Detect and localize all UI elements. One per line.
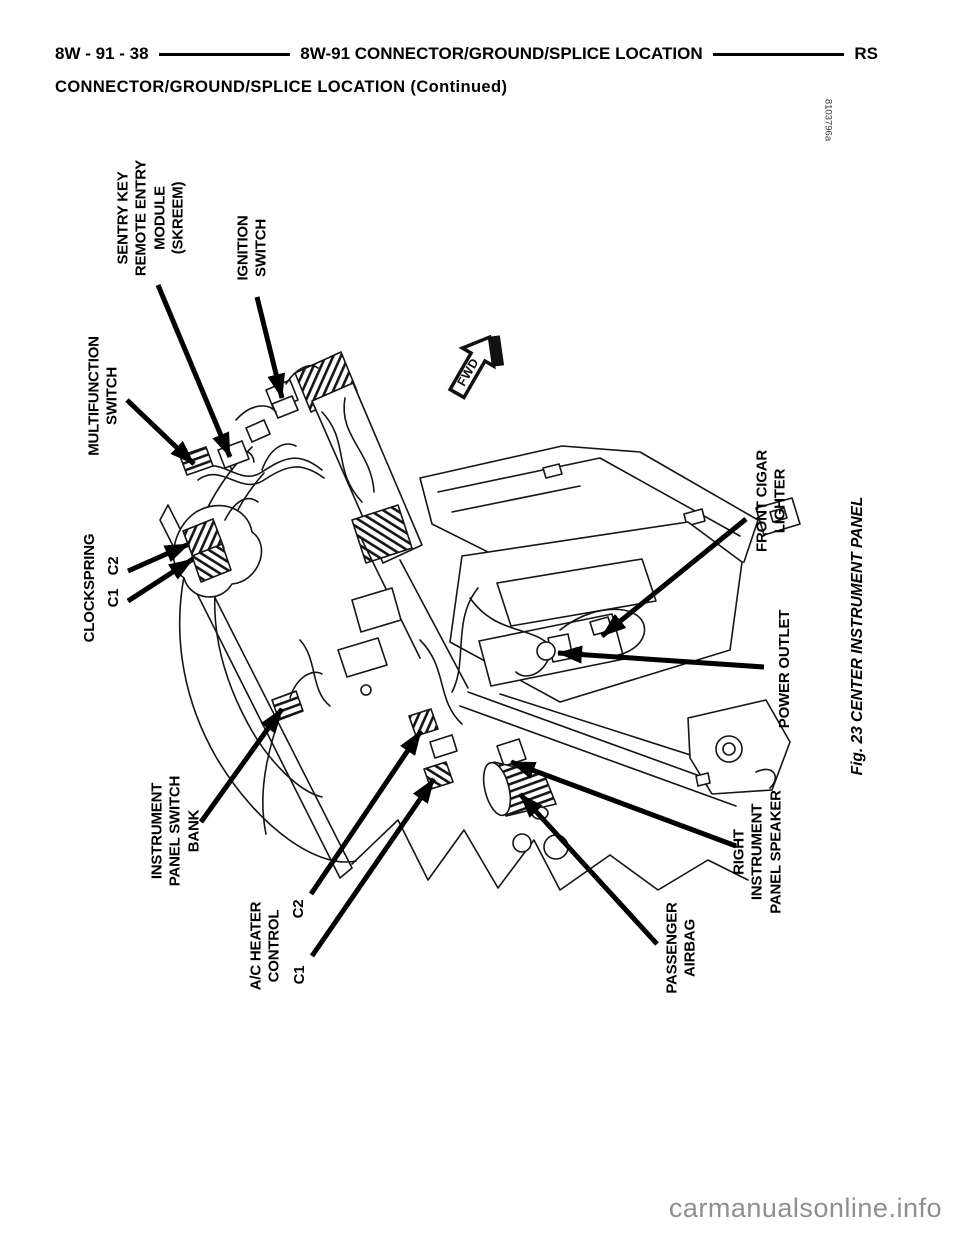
figure-caption: Fig. 23 CENTER INSTRUMENT PANEL [849, 496, 866, 776]
section-subtitle: CONNECTOR/GROUND/SPLICE LOCATION (Contin… [55, 78, 508, 96]
panel-line-art [159, 351, 801, 891]
arrow-ac-c2 [308, 729, 424, 896]
callout-ignition-switch-label: IGNITION SWITCH [234, 215, 270, 281]
callout-clockspring-c1-label: C1 [104, 588, 122, 608]
arrow-front-cigar [600, 517, 748, 638]
callout-right-speaker-label: RIGHT INSTRUMENT PANEL SPEAKER [730, 790, 785, 914]
fwd-arrow: FWD [447, 334, 505, 400]
header-page-number: 8W - 91 - 38 [55, 44, 149, 63]
header-rule-right [712, 52, 845, 56]
callout-arrows [125, 284, 765, 958]
header-model-code: RS [854, 44, 879, 63]
arrow-ac-c1 [309, 777, 437, 958]
arrow-clockspring-c2 [126, 541, 191, 574]
callout-ac-heater-label: A/C HEATER CONTROL [247, 901, 283, 991]
header-section-title: 8W-91 CONNECTOR/GROUND/SPLICE LOCATION [300, 44, 703, 63]
arrow-passenger-airbag [518, 792, 659, 946]
callout-sentry-key-label: SENTRY KEY REMOTE ENTRY MODULE (SKREEM) [114, 159, 187, 277]
callout-power-outlet-label: POWER OUTLET [775, 609, 793, 729]
callout-multifunction-switch-label: MULTIFUNCTION SWITCH [85, 336, 121, 456]
arrow-multifunction-switch [125, 398, 196, 466]
callout-ac-c2-label: C2 [289, 899, 307, 919]
arrow-sentry-key [155, 284, 233, 458]
arrow-right-speaker [510, 759, 737, 849]
callout-passenger-airbag-label: PASSENGER AIRBAG [663, 902, 699, 994]
callout-front-cigar-label: FRONT CIGAR LIGHTER [753, 450, 789, 552]
header-rule-left [158, 52, 291, 56]
arrow-ignition-switch [254, 296, 285, 399]
callout-ac-c1-label: C1 [290, 965, 308, 985]
page-header: 8W - 91 - 38 8W-91 CONNECTOR/GROUND/SPLI… [55, 44, 878, 64]
watermark: carmanualsonline.info [668, 1193, 942, 1223]
arrow-power-outlet [557, 645, 765, 670]
arrow-clockspring-c1 [126, 556, 195, 604]
arrow-switch-bank [198, 707, 285, 824]
callout-clockspring-c2-label: C2 [104, 556, 122, 576]
figure-ref-code: 8103796a [822, 98, 834, 142]
callout-switch-bank-label: INSTRUMENT PANEL SWITCH BANK [148, 775, 203, 887]
callout-clockspring-label: CLOCKSPRING [80, 533, 98, 643]
